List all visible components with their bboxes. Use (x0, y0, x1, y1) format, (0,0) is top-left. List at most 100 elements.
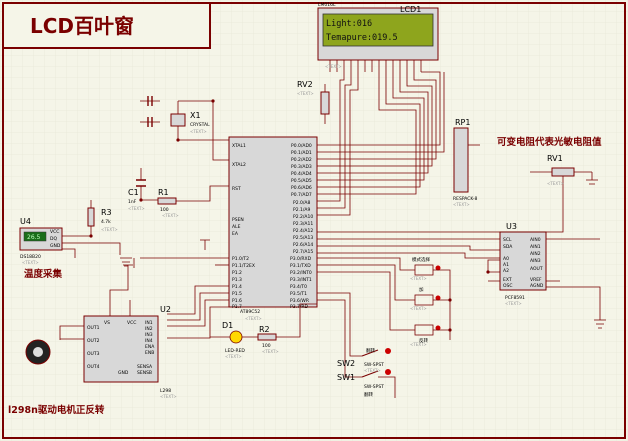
text-placeholders: <TEXT> <TEXT> <TEXT> <TEXT> <TEXT> <TEXT… (22, 64, 564, 399)
svg-text:<TEXT>: <TEXT> (162, 213, 179, 218)
svg-text:AGND: AGND (530, 283, 544, 289)
sw2-part: SW-SPST (364, 362, 384, 368)
svg-text:P0.6/AD6: P0.6/AD6 (291, 185, 312, 191)
svg-text:EA: EA (232, 231, 239, 237)
svg-text:P0.2/AD2: P0.2/AD2 (291, 157, 312, 163)
junction-dots (89, 99, 490, 332)
svg-text:P1.4: P1.4 (232, 284, 242, 290)
svg-text:DQ: DQ (50, 236, 57, 242)
svg-text:P3.0/RXD: P3.0/RXD (290, 256, 312, 262)
svg-text:<TEXT>: <TEXT> (101, 227, 118, 232)
dc-motor[interactable] (25, 339, 51, 365)
button-ground-wires (433, 269, 451, 340)
resistor-r2[interactable]: R2 100 (257, 303, 317, 349)
svg-text:P1.6: P1.6 (232, 298, 242, 304)
crystal-x1[interactable]: X1 CRYSTAL (140, 96, 229, 161)
motor-driver-u2[interactable]: U2 L298 OUT1 OUT2 OUT3 OUT4 IN1 IN2 IN3 … (59, 270, 171, 394)
resistor-r1[interactable]: R1 100 (141, 185, 229, 213)
svg-text:P1.5: P1.5 (232, 291, 242, 297)
potentiometer-rv1[interactable]: RV1 (530, 154, 592, 233)
rp1-part: RESPACK-8 (453, 196, 477, 202)
mcu-at89c52[interactable]: AT89C52 XTAL1 XTAL2 RST PSEN ALE EA P1.0… (228, 136, 318, 315)
resistor-pack-rp1[interactable]: RP1 RESPACK-8 (453, 118, 480, 202)
svg-text:OUT3: OUT3 (87, 351, 100, 357)
svg-text:P3.6/WR: P3.6/WR (290, 298, 309, 304)
svg-text:PSEN: PSEN (232, 217, 244, 223)
svg-text:P3.1/TXD: P3.1/TXD (290, 263, 311, 269)
p0-bus-wires (317, 71, 500, 240)
svg-text:<TEXT>: <TEXT> (410, 306, 427, 311)
svg-text:<TEXT>: <TEXT> (160, 394, 177, 399)
temp-sensor-u4[interactable]: 26.5 U4 DS18B20 VCC DQ GND (19, 217, 121, 260)
svg-text:P2.5/A13: P2.5/A13 (293, 235, 313, 241)
x1-part: CRYSTAL (190, 122, 210, 128)
svg-text:<TEXT>: <TEXT> (325, 64, 342, 69)
resistor-r3[interactable]: R3 4.7k (87, 200, 112, 236)
svg-text:A1: A1 (503, 262, 509, 268)
d1-ref: D1 (222, 321, 233, 330)
svg-text:P1.2: P1.2 (232, 270, 242, 276)
u2-ref: U2 (160, 305, 171, 314)
svg-text:P0.0/AD0: P0.0/AD0 (291, 143, 312, 149)
svg-text:P2.7/A15: P2.7/A15 (293, 249, 313, 255)
svg-text:SCL: SCL (503, 237, 512, 243)
sw2-ref: SW2 (337, 359, 355, 368)
svg-text:IN3: IN3 (145, 332, 153, 338)
r2-ref: R2 (259, 325, 270, 334)
svg-text:A2: A2 (503, 268, 509, 274)
svg-text:OUT4: OUT4 (87, 364, 100, 370)
r2-value: 100 (262, 343, 271, 349)
u4-part: DS18B20 (20, 254, 41, 260)
svg-text:P3.7/RD: P3.7/RD (290, 304, 309, 310)
rv1-ref: RV1 (547, 154, 563, 163)
potentiometer-rv2[interactable]: RV2 (297, 80, 330, 124)
p1-wires (140, 257, 229, 339)
sw1-ref: SW1 (337, 373, 355, 382)
svg-text:<TEXT>: <TEXT> (410, 276, 427, 281)
svg-text:IN2: IN2 (145, 326, 153, 332)
svg-text:OUT1: OUT1 (87, 325, 100, 331)
svg-text:P3.2/INT0: P3.2/INT0 (290, 270, 312, 276)
svg-text:A0: A0 (503, 256, 509, 262)
svg-text:AIN0: AIN0 (530, 237, 541, 243)
capacitor-c1[interactable]: C1 1nF (128, 168, 146, 205)
adc-u3[interactable]: U3 PCF8591 SCL SDA A0 A1 A2 EXT OSC AIN0… (487, 222, 601, 320)
svg-text:P2.3/A11: P2.3/A11 (293, 221, 313, 227)
switch-sw1[interactable]: SW1 SW-SPST 翻转 (337, 369, 396, 398)
button-add[interactable]: 加 (414, 286, 441, 306)
rp1-ref: RP1 (455, 118, 470, 127)
svg-text:VS: VS (104, 320, 110, 326)
svg-text:<TEXT>: <TEXT> (297, 91, 314, 96)
svg-text:IN4: IN4 (145, 338, 153, 344)
button-add-label: 加 (419, 286, 424, 293)
svg-text:SENSA: SENSA (137, 364, 153, 370)
lcd-ref: LCD1 (400, 5, 421, 14)
svg-text:<TEXT>: <TEXT> (364, 368, 381, 373)
page-title: LCD百叶窗 (30, 14, 134, 38)
svg-text:GND: GND (50, 243, 61, 249)
svg-text:P1.3: P1.3 (232, 277, 242, 283)
p3-wires (317, 245, 500, 378)
svg-text:GND: GND (118, 370, 129, 376)
svg-text:P0.3/AD3: P0.3/AD3 (291, 164, 312, 170)
switch-sw2[interactable]: SW2 SW-SPST 翻转 (337, 347, 391, 368)
svg-text:<TEXT>: <TEXT> (225, 354, 242, 359)
svg-text:IN1: IN1 (145, 320, 153, 326)
svg-text:OSC: OSC (503, 283, 513, 289)
svg-text:SDA: SDA (503, 244, 513, 250)
led-d1[interactable]: D1 LED-RED (210, 321, 258, 354)
svg-text:P0.4/AD4: P0.4/AD4 (291, 171, 312, 177)
motor-note: l298n驱动电机正反转 (8, 404, 105, 416)
svg-text:<TEXT>: <TEXT> (22, 260, 39, 265)
rv2-ref: RV2 (297, 80, 313, 89)
svg-text:P1.0/T2: P1.0/T2 (232, 256, 249, 262)
lcd-display[interactable]: Light:016 Temapure:019.5 LCD1 LM016L (317, 2, 439, 72)
svg-text:ALE: ALE (232, 224, 241, 230)
sw2-note: 翻转 (366, 347, 375, 354)
svg-text:AIN2: AIN2 (530, 251, 541, 257)
svg-text:P0.5/AD5: P0.5/AD5 (291, 178, 312, 184)
u3-ref: U3 (506, 222, 517, 231)
